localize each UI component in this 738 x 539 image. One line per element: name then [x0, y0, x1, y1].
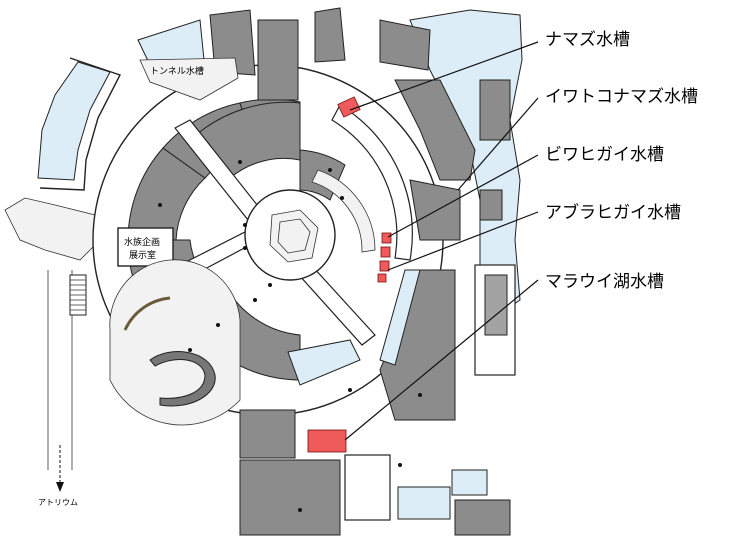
ring-sector-north-main — [195, 101, 301, 179]
biwahigai-tank — [381, 232, 392, 244]
east-room-upper — [394, 79, 476, 181]
exhibit-room-label-line2: 展示室 — [129, 249, 156, 261]
south-water-band — [287, 339, 361, 386]
exhibit-room — [117, 227, 174, 267]
column-dots — [158, 160, 422, 512]
tunnel-room — [139, 57, 239, 101]
atrium-label: アトリウム — [38, 498, 78, 507]
top-stair-room — [257, 19, 299, 101]
exhibit-room-label-line1: 水族企画 — [124, 236, 160, 248]
tunnel-water — [37, 61, 111, 181]
atrium-arrow-head — [56, 482, 64, 492]
leader-aburahigai — [387, 211, 539, 271]
south-block-mid — [344, 454, 391, 521]
east-room-middle — [409, 179, 461, 241]
southwest-brown-arc — [123, 296, 171, 331]
south-block-room — [239, 409, 296, 459]
top-gray-room-right — [379, 19, 431, 71]
label-marawi: マラウイ湖水槽 — [545, 272, 664, 292]
central-tank-inner — [277, 218, 311, 254]
south-block-left — [239, 459, 341, 536]
central-tank — [269, 209, 319, 263]
aburahigai-tank-3 — [377, 273, 387, 283]
aburahigai-tank-2 — [379, 260, 390, 272]
far-east-room-3 — [484, 274, 508, 336]
left-rock-area — [4, 197, 101, 261]
marawi-tank — [307, 429, 347, 453]
far-east-room-1 — [479, 79, 511, 141]
tunnel-water-frame — [39, 57, 121, 191]
far-east-room-2 — [479, 189, 503, 221]
label-aburahigai: アブラヒガイ水槽 — [545, 202, 681, 223]
top-gray-room-center — [314, 7, 346, 63]
leader-iwatoko — [457, 97, 539, 191]
tunnel-label: トンネル水槽 — [150, 65, 204, 77]
leader-namazu — [349, 41, 539, 111]
aburahigai-tank-1 — [380, 246, 391, 258]
south-block-blue-2 — [451, 469, 488, 496]
south-block-right — [454, 499, 511, 536]
east-water-band — [379, 269, 421, 366]
label-iwatoko: イワトコナマズ水槽 — [545, 87, 698, 107]
leader-marawi — [344, 279, 539, 441]
east-tank-band-inner — [311, 169, 376, 253]
label-biwahigai: ビワヒガイ水槽 — [545, 145, 664, 165]
namazu-tank — [337, 96, 361, 118]
east-tank-band — [331, 104, 413, 261]
south-block-blue-1 — [397, 486, 451, 520]
leader-biwahigai — [387, 154, 539, 238]
southwest-gray-swirl — [149, 351, 216, 407]
left-stairs-lines — [70, 279, 86, 311]
label-namazu: ナマズ水槽 — [545, 30, 630, 50]
